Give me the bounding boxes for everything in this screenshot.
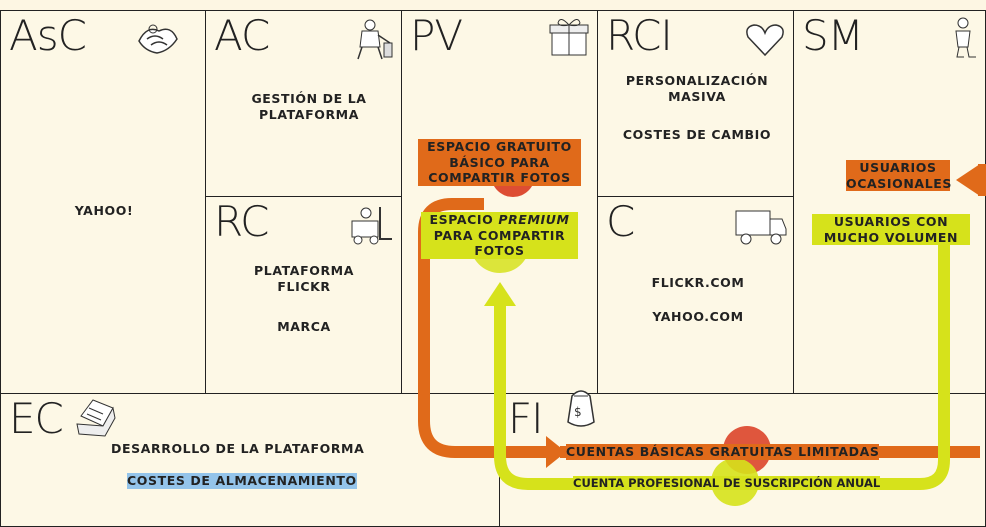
block-code: AsC [9,11,87,60]
pv-free-space-label: ESPACIO GRATUITO BÁSICO PARA COMPARTIR F… [418,139,581,186]
cash-register-icon [76,399,116,437]
block-asociaciones-clave: AsC YAHOO! [0,10,206,394]
rc-item-marca: MARCA [277,319,331,334]
free-flow-arrowhead [956,164,980,196]
pv-premium-post: PARA COMPARTIR FOTOS [433,227,566,259]
block-code: EC [9,394,64,443]
block-code: PV [410,11,463,60]
block-estructura-costes: EC DESARROLLO DE LA PLATAFORMA [0,393,500,527]
block-code: C [606,197,635,246]
block-code: RCI [606,11,673,60]
worker-icon [357,19,393,60]
block-segmentos-mercado: SM [793,10,986,394]
fi-free-accounts-label: CUENTAS BÁSICAS GRATUITAS LIMITADAS [566,444,880,460]
heart-icon [746,24,784,57]
block-recursos-clave: RC PLATAFORMA FLICKR MARCA [205,196,402,394]
pv-premium-pre: ESPACIO [429,212,499,227]
block-actividades-clave: AC GESTIÓN DE LA PLATAFORMA [205,10,402,197]
ec-item-almacenamiento: COSTES DE ALMACENAMIENTO [127,473,357,489]
block-code: AC [214,11,270,60]
truck-icon [735,210,787,245]
handshake-icon [138,24,178,54]
block-code: FI [508,394,544,443]
rci-item-personalizacion: PERSONALIZACIÓN MASIVA [625,73,769,104]
free-flow-line-loop [418,198,548,458]
c-item-flickr: FLICKR.COM [651,275,745,290]
ac-item-gestion: GESTIÓN DE LA PLATAFORMA [251,91,367,122]
rci-item-costes-cambio: COSTES DE CAMBIO [622,127,772,142]
block-code: RC [214,197,269,246]
asc-item-yahoo: YAHOO! [74,203,134,218]
free-flow-arrowhead [546,436,566,468]
ec-item-desarrollo: DESARROLLO DE LA PLATAFORMA [111,441,365,456]
sm-occasional-users-label: USUARIOS OCASIONALES [846,160,952,192]
rc-item-plataforma: PLATAFORMA FLICKR [254,263,354,294]
svg-text:$: $ [574,405,582,419]
block-code: SM [802,11,864,60]
gift-icon [549,19,589,56]
premium-flow-arrowhead [484,282,516,306]
sm-heavy-users-label: USUARIOS CON MUCHO VOLUMEN [812,214,970,246]
pv-premium-space-label: ESPACIO PREMIUM PARA COMPARTIR FOTOS [421,212,578,259]
forklift-icon [351,207,392,245]
fi-pro-account-label: CUENTA PROFESIONAL DE SUSCRIPCIÓN ANUAL [573,476,881,491]
pv-premium-em: PREMIUM [498,212,570,227]
block-relaciones-clientes: RCI PERSONALIZACIÓN MASIVA COSTES DE CAM… [597,10,794,197]
money-bag-icon: $ [567,390,595,427]
c-item-yahoo: YAHOO.COM [652,309,744,324]
person-icon [955,17,976,58]
